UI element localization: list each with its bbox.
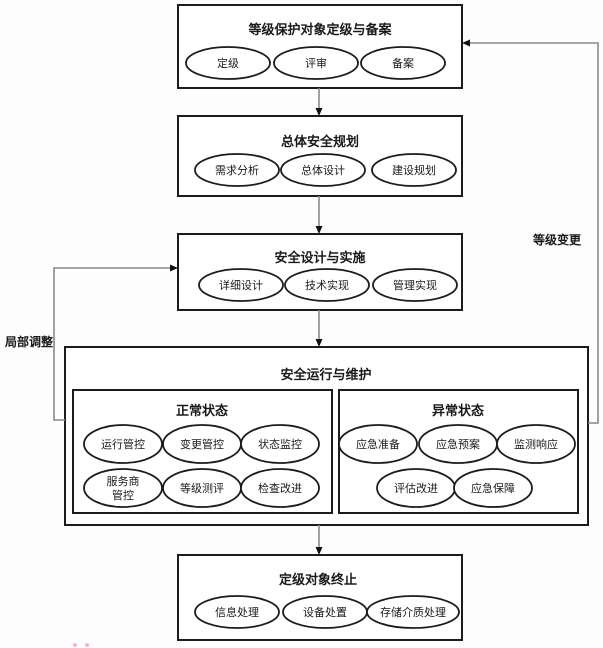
- ellipse-status-monitoring: [240, 424, 320, 464]
- ellipse-grade-evaluation-label: 等级测评: [180, 481, 224, 495]
- stage5-title: 定级对象终止: [278, 572, 357, 587]
- partial-adjustment-label: 局部调整: [5, 334, 53, 349]
- abnormal-state-title: 异常状态: [432, 403, 484, 418]
- ellipse-technical-implementation-label: 技术实现: [305, 278, 349, 292]
- ellipse-management-implementation: [372, 268, 458, 302]
- ellipse-service-provider-control-line2: 管控: [112, 488, 134, 502]
- ellipse-information-handling: [194, 595, 280, 629]
- ellipse-service-provider-control: [83, 468, 163, 508]
- ellipse-filing-label: 备案: [392, 56, 414, 70]
- ellipse-inspection-improvement: [240, 468, 320, 508]
- watermark-dot: [85, 643, 89, 647]
- ellipse-grading-label: 定级: [217, 56, 239, 70]
- ellipse-storage-media-handling-label: 存储介质处理: [380, 605, 446, 619]
- arrowhead-partial-adjustment: [170, 264, 178, 272]
- arrowhead-stage3-to-stage4: [315, 339, 323, 347]
- watermark-dot: [73, 643, 77, 647]
- ellipse-emergency-support: [453, 468, 533, 508]
- ellipse-service-provider-control-line1: 服务商: [107, 474, 140, 488]
- arrowhead-grade-change: [462, 39, 470, 47]
- feedback-line-partial-adjustment: [53, 267, 172, 421]
- ellipse-operation-control-label: 运行管控: [101, 437, 145, 451]
- ellipse-requirement-analysis-label: 需求分析: [215, 163, 259, 177]
- ellipse-emergency-preparation-label: 应急准备: [356, 437, 400, 451]
- ellipse-requirement-analysis: [194, 153, 280, 187]
- ellipse-inspection-improvement-label: 检查改进: [258, 481, 302, 495]
- ellipse-management-implementation-label: 管理实现: [393, 278, 437, 292]
- stage3-title: 安全设计与实施: [274, 250, 365, 265]
- arrowhead-stage2-to-stage3: [315, 226, 323, 234]
- feedback-line-grade-change: [468, 42, 599, 424]
- arrowhead-stage1-to-stage2: [315, 108, 323, 116]
- ellipse-equipment-disposal-label: 设备处置: [303, 605, 347, 619]
- ellipse-status-monitoring-label: 状态监控: [258, 437, 302, 451]
- ellipse-emergency-plan-label: 应急预案: [436, 437, 480, 451]
- ellipse-monitoring-response-label: 监测响应: [514, 437, 558, 451]
- ellipse-construction-planning-label: 建设规划: [392, 163, 436, 177]
- ellipse-storage-media-handling: [366, 595, 460, 629]
- ellipse-construction-planning: [371, 153, 457, 187]
- normal-state-title: 正常状态: [176, 403, 228, 418]
- ellipse-grading: [185, 46, 271, 80]
- stage1-title: 等级保护对象定级与备案: [247, 22, 392, 37]
- ellipse-overall-design-label: 总体设计: [301, 163, 345, 177]
- ellipse-information-handling-label: 信息处理: [215, 605, 259, 619]
- ellipse-overall-design: [280, 153, 366, 187]
- ellipse-change-control-label: 变更管控: [180, 437, 224, 451]
- ellipse-monitoring-response: [496, 424, 576, 464]
- ellipse-emergency-support-label: 应急保障: [471, 481, 515, 495]
- arrowhead-stage4-to-stage5: [315, 547, 323, 555]
- ellipse-review-label: 评审: [305, 56, 327, 70]
- ellipse-review: [273, 46, 359, 80]
- stage2-title: 总体安全规划: [281, 134, 359, 149]
- stage4-title: 安全运行与维护: [280, 367, 371, 382]
- ellipse-operation-control: [83, 424, 163, 464]
- ellipse-detailed-design: [198, 268, 284, 302]
- ellipse-filing: [360, 46, 446, 80]
- ellipse-emergency-preparation: [338, 424, 418, 464]
- ellipse-assessment-improvement-label: 评估改进: [394, 481, 438, 495]
- ellipse-detailed-design-label: 详细设计: [219, 278, 263, 292]
- grade-change-label: 等级变更: [532, 232, 582, 247]
- ellipse-technical-implementation: [284, 268, 370, 302]
